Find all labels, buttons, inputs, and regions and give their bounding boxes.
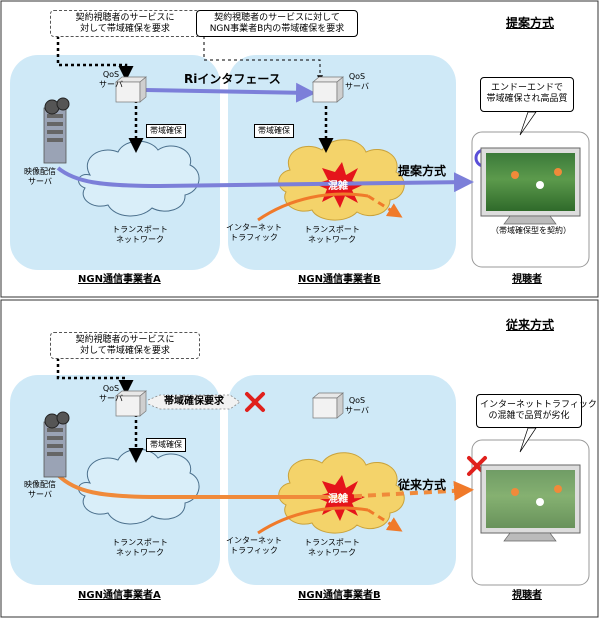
internet-traffic-overflow: [367, 194, 403, 218]
top-transport-a-label: トランスポート ネットワーク: [112, 225, 168, 244]
bottom-callout-a: 契約視聴者のサービスに 対して帯域確保を要求: [50, 332, 200, 359]
top-viewer-label: 視聴者: [512, 274, 542, 285]
ri-interface-arrow: [145, 82, 316, 103]
top-carrier-b-label: NGN通信事業者B: [298, 274, 381, 285]
bottom-qos-b-label: QoS サーバ: [345, 396, 369, 415]
callout-b-leader: [203, 36, 323, 82]
bottom-mode-title: 従来方式: [506, 318, 555, 332]
internet-traffic-arrow-bottom: [257, 506, 369, 535]
bottom-viewer-callout: インターネットトラフィック の混雑で品質が劣化: [476, 394, 597, 428]
bottom-carrier-b-label: NGN通信事業者B: [298, 590, 381, 601]
failed-request-cross: [245, 392, 265, 412]
internet-traffic-overflow-bottom: [367, 508, 403, 532]
top-reserve-a-tag: 帯域確保: [146, 124, 186, 138]
qos-server-b-shape: [312, 76, 344, 103]
internet-traffic-arrow: [257, 192, 369, 222]
top-ri-interface-label: Riインタフェース: [184, 72, 281, 86]
video-server-shape: [43, 97, 70, 164]
top-congestion-label: 混雑: [328, 181, 348, 192]
top-qos-a-label: QoS サーバ: [99, 70, 123, 89]
bottom-carrier-a-label: NGN通信事業者A: [78, 590, 161, 601]
viewer-callout-pointer: [519, 111, 537, 136]
top-callout-a: 契約視聴者のサービスに 対して帯域確保を要求: [50, 10, 200, 37]
qos-server-b-bottom-shape: [312, 392, 344, 419]
viewer-callout-pointer-bottom: [519, 427, 537, 453]
top-path-label: 提案方式: [398, 164, 447, 178]
bottom-path-label: 従来方式: [398, 478, 447, 492]
top-callout-b: 契約視聴者のサービスに対して NGN事業者B内の帯域確保を要求: [196, 10, 358, 37]
top-transport-b-label: トランスポート ネットワーク: [304, 225, 360, 244]
proposal-path: [56, 166, 474, 193]
top-mode-title: 提案方式: [506, 16, 555, 30]
top-video-server-label: 映像配信 サーバ: [24, 167, 56, 186]
top-reserve-b-tag: 帯域確保: [254, 124, 294, 138]
bottom-congestion-label: 混雑: [328, 494, 348, 505]
bottom-viewer-label: 視聴者: [512, 590, 542, 601]
bottom-transport-b-label: トランスポート ネットワーク: [304, 538, 360, 557]
bottom-internet-traffic-label: インターネット トラフィック: [226, 536, 282, 555]
request-bubble: [147, 394, 241, 410]
transport-cloud-a: [78, 140, 200, 217]
bottom-video-server-label: 映像配信 サーバ: [24, 480, 56, 499]
bottom-request-label: 帯域確保要求: [164, 396, 224, 407]
qos-server-a-bottom-shape: [115, 390, 147, 417]
qos-server-a-shape: [115, 76, 147, 103]
transport-cloud-a-bottom: [78, 448, 200, 525]
top-qos-b-label: QoS サーバ: [345, 72, 369, 91]
video-server-bottom-shape: [43, 411, 70, 478]
bottom-transport-a-label: トランスポート ネットワーク: [112, 538, 168, 557]
request-arrow-a: [56, 36, 134, 81]
top-internet-traffic-label: インターネット トラフィック: [226, 223, 282, 242]
tv-bottom-shape: [480, 464, 581, 542]
tv-top-shape: [480, 147, 581, 225]
top-carrier-a-label: NGN通信事業者A: [78, 274, 161, 285]
conventional-path: [56, 473, 340, 499]
bottom-reserve-a-tag: 帯域確保: [146, 438, 186, 452]
top-tv-caption: （帯域確保型を契約）: [491, 226, 571, 235]
request-arrow-a-bottom: [56, 352, 134, 395]
top-viewer-callout: エンドーエンドで 帯域確保され高品質: [480, 77, 574, 112]
conventional-path-degraded: [339, 480, 474, 501]
bottom-qos-a-label: QoS サーバ: [99, 384, 123, 403]
